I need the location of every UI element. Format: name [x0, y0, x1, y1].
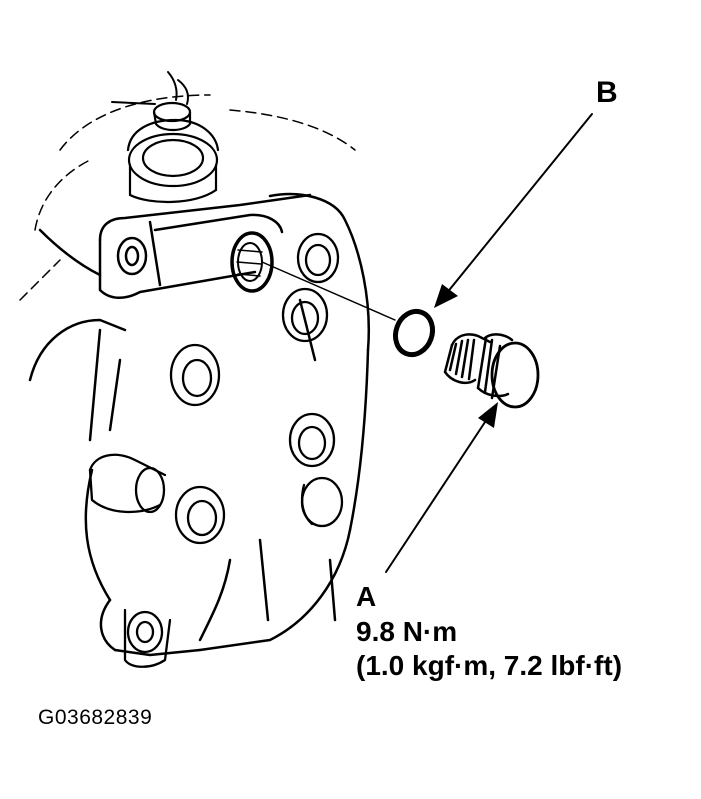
bolt-boss-2 — [281, 287, 329, 343]
torque-spec-alt-units: (1.0 kgf·m, 7.2 lbf·ft) — [356, 650, 623, 681]
o-ring — [392, 308, 436, 358]
bolt-boss-4 — [288, 412, 336, 468]
bolt-boss-3 — [169, 343, 221, 407]
torque-spec-nm: 9.8 N·m — [356, 616, 458, 647]
left-mounting-ear — [88, 453, 167, 514]
compressor-housing — [28, 192, 370, 657]
bottom-mounting-ear — [123, 608, 172, 668]
callout-label-a: A — [356, 581, 377, 612]
bolt-boss-6 — [300, 476, 344, 528]
bolt-boss-1 — [296, 232, 340, 284]
leader-arrow-b — [434, 113, 593, 308]
wire — [111, 71, 189, 105]
top-bracket — [98, 193, 312, 299]
assembly-centerline — [261, 261, 396, 321]
leader-arrow-a — [385, 402, 498, 573]
top-fitting — [126, 101, 220, 203]
service-port — [230, 231, 274, 293]
drain-plug — [443, 333, 540, 409]
bolt-boss-5 — [174, 485, 226, 545]
callout-label-b: B — [596, 76, 618, 109]
housing-bolt-bosses — [169, 232, 344, 545]
figure-id: G03682839 — [38, 706, 153, 729]
